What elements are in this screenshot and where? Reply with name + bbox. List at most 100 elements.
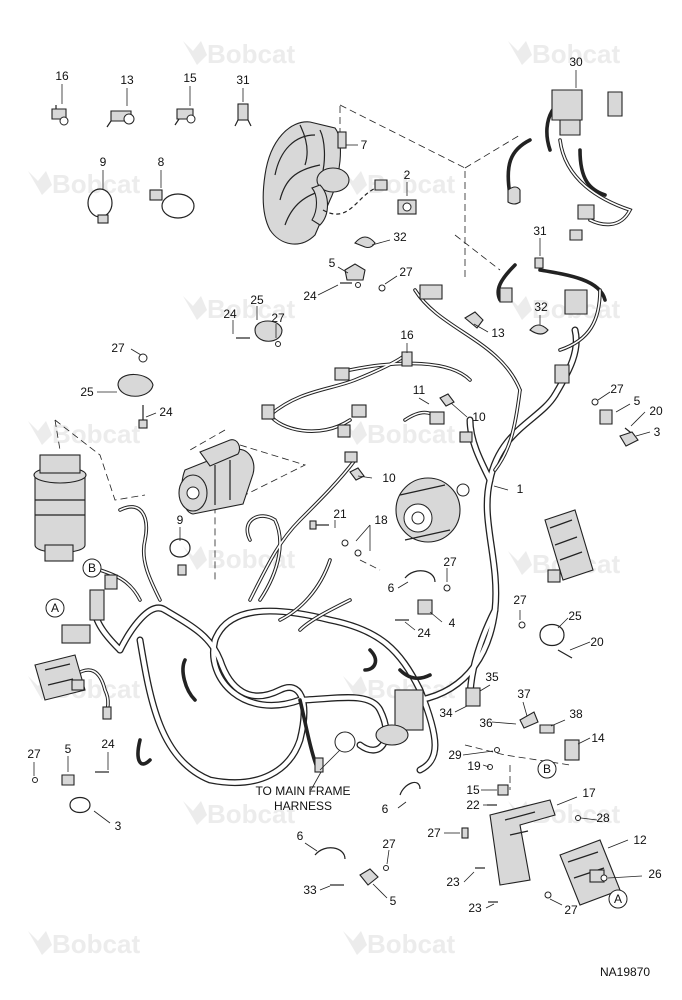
- strap-3a: [619, 431, 639, 447]
- callout-9: 9: [177, 513, 184, 527]
- callout-22: 22: [466, 798, 480, 812]
- svg-text:Bobcat: Bobcat: [207, 294, 295, 324]
- leader-lines: [33, 70, 651, 909]
- connector-upper-right: [554, 364, 570, 384]
- callout-7: 7: [361, 138, 368, 152]
- callout-1: 1: [517, 482, 524, 496]
- callout-25: 25: [80, 385, 94, 399]
- svg-text:Bobcat: Bobcat: [367, 929, 455, 959]
- connector-c: [351, 404, 367, 418]
- callout-5: 5: [390, 894, 397, 908]
- bracket-assembly: [489, 799, 556, 886]
- clip-13: [106, 110, 135, 128]
- nut-27b: [378, 284, 386, 292]
- harness-relay-box: [394, 689, 424, 731]
- connector-b-block: [104, 574, 118, 590]
- clip-5d: [61, 774, 75, 786]
- clip-25b: [117, 353, 154, 429]
- harness-grommet: [375, 724, 409, 746]
- main-frame-connector: [334, 731, 356, 753]
- clip-16b: [401, 351, 413, 367]
- callout-31: 31: [533, 224, 547, 238]
- callout-5: 5: [329, 256, 336, 270]
- engine-control-module: [544, 509, 594, 583]
- cable-tie-9b-head: [177, 564, 187, 576]
- strap-3b: [69, 796, 91, 814]
- clip-31: [234, 103, 252, 127]
- watermark: Bobcat: [183, 294, 295, 324]
- watermark: Bobcat: [508, 39, 620, 69]
- nut-26: [600, 874, 608, 882]
- svg-text:Bobcat: Bobcat: [52, 419, 140, 449]
- cable-tie-9: [87, 188, 113, 224]
- connector-34: [465, 687, 481, 707]
- clip-16: [51, 105, 69, 126]
- callout-34: 34: [439, 706, 453, 720]
- callout-27: 27: [427, 826, 441, 840]
- watermark: Bobcat: [183, 39, 295, 69]
- callout-5: 5: [65, 742, 72, 756]
- fuel-tank-assembly: [262, 121, 388, 245]
- callout-10: 10: [472, 410, 486, 424]
- clip-38: [539, 724, 555, 734]
- callout-19: 19: [467, 759, 481, 773]
- main-frame-plug: [314, 757, 324, 773]
- callout-31: 31: [236, 73, 250, 87]
- callout-8: 8: [158, 155, 165, 169]
- sensor-2: [397, 199, 417, 215]
- harness-30: [507, 89, 623, 241]
- connector-e: [459, 431, 473, 443]
- watermark: Bobcat: [28, 929, 140, 959]
- callout-6: 6: [297, 829, 304, 843]
- clip-13b: [464, 311, 484, 329]
- svg-text:Bobcat: Bobcat: [52, 929, 140, 959]
- watermark: Bobcat: [28, 419, 140, 449]
- clip-10b: [349, 467, 365, 481]
- clip-6a: [404, 570, 436, 583]
- svg-text:B: B: [543, 762, 551, 776]
- callout-35: 35: [485, 670, 499, 684]
- clip-32a: [354, 236, 376, 249]
- callout-27: 27: [382, 837, 396, 851]
- callout-37: 37: [517, 687, 531, 701]
- callout-32: 32: [393, 230, 407, 244]
- callout-14: 14: [591, 731, 605, 745]
- connector-a-block: [61, 624, 91, 644]
- callout-4: 4: [449, 616, 456, 630]
- starter-motor: [178, 439, 255, 515]
- nut-27a: [355, 282, 361, 288]
- callout-6: 6: [388, 581, 395, 595]
- washer-19: [487, 764, 493, 770]
- nut-27e: [443, 584, 451, 592]
- connector-marker-b-right: B: [537, 759, 557, 779]
- svg-text:B: B: [88, 561, 96, 575]
- fuel-filter: [33, 454, 87, 562]
- clip-5a: [344, 263, 366, 281]
- nut-27j: [32, 777, 38, 783]
- callout-10: 10: [382, 471, 396, 485]
- connector-block-upper-right: [419, 284, 588, 315]
- callout-28: 28: [596, 811, 610, 825]
- main-harness-bundle: [90, 326, 580, 787]
- callout-5: 5: [634, 394, 641, 408]
- watermark: Bobcat: [343, 169, 455, 199]
- connector-b-lower: [89, 589, 105, 621]
- nut-27i: [544, 891, 552, 899]
- clamp-4: [417, 599, 433, 615]
- callout-15: 15: [183, 71, 197, 85]
- callout-16: 16: [400, 328, 414, 342]
- alternator: [395, 477, 470, 543]
- connector-a: [261, 404, 275, 420]
- clip-32b: [529, 324, 549, 335]
- components: [32, 89, 639, 906]
- callout-23: 23: [468, 901, 482, 915]
- dashed-group-lines: [54, 104, 571, 790]
- note-line-1: TO MAIN FRAME: [255, 784, 351, 798]
- callout-27: 27: [27, 747, 41, 761]
- bolt-20b: [557, 649, 573, 659]
- svg-text:Bobcat: Bobcat: [207, 799, 295, 829]
- svg-text:A: A: [614, 892, 622, 906]
- callout-24: 24: [223, 307, 237, 321]
- clip-25a: [236, 320, 283, 347]
